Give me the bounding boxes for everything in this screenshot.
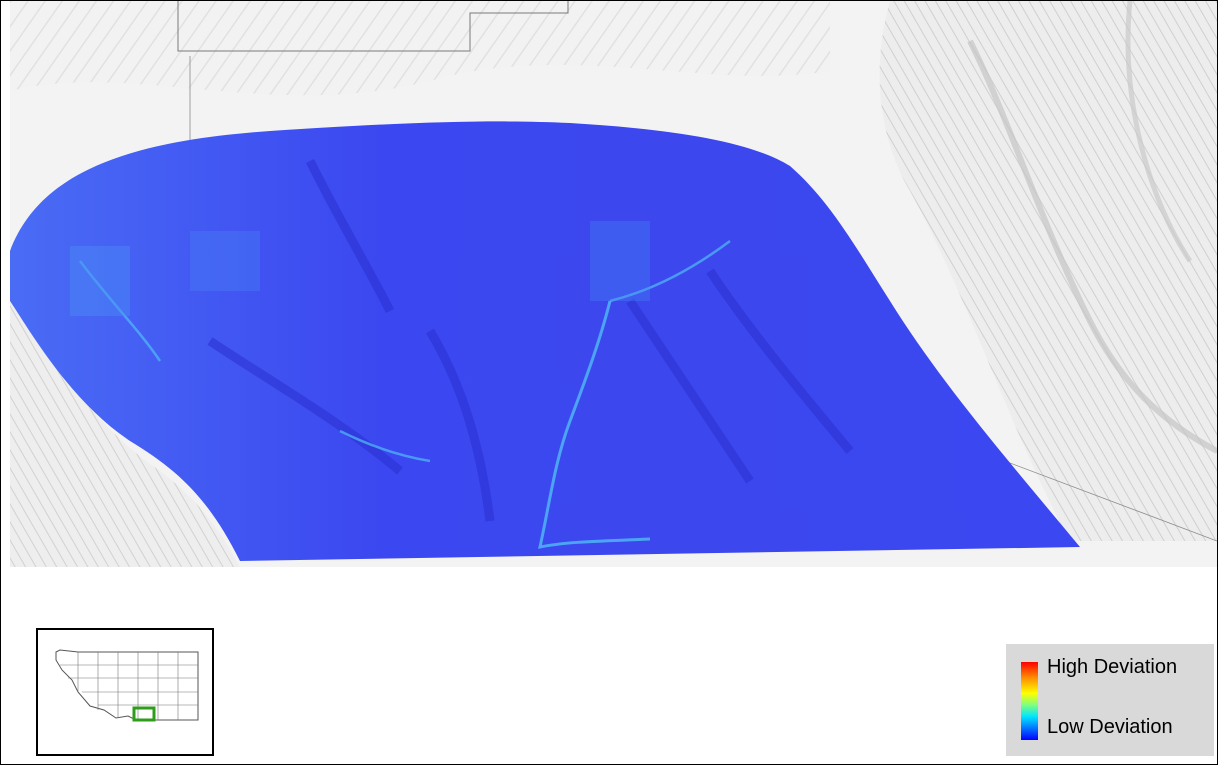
raster-light-patch	[70, 246, 130, 316]
study-area-highlight	[132, 706, 156, 722]
inset-locator-map	[36, 628, 214, 756]
terrain-ridge	[10, 301, 240, 567]
raster-dark-drainage	[207, 158, 854, 522]
terrain-ridge	[10, 1, 830, 96]
legend-high-label: High Deviation	[1047, 656, 1178, 678]
deviation-raster	[10, 121, 1080, 561]
raster-light-patch	[590, 221, 650, 301]
raster-light-river	[538, 300, 651, 549]
montana-outline	[55, 649, 199, 721]
legend: High Deviation Low Deviation	[1006, 644, 1214, 756]
terrain-ridge	[879, 1, 1217, 541]
raster-light-patch	[190, 231, 260, 291]
terrain-ridge	[967, 39, 1217, 454]
legend-low-label: Low Deviation	[1047, 716, 1173, 738]
inset-svg	[55, 649, 199, 722]
map-svg	[10, 1, 1217, 567]
terrain-ridge	[1125, 1, 1193, 263]
map-panel[interactable]	[10, 1, 1217, 567]
raster-light-stream	[79, 239, 731, 463]
legend-color-ramp	[1021, 662, 1038, 740]
county-lines	[60, 652, 198, 720]
county-boundary	[177, 1, 569, 52]
